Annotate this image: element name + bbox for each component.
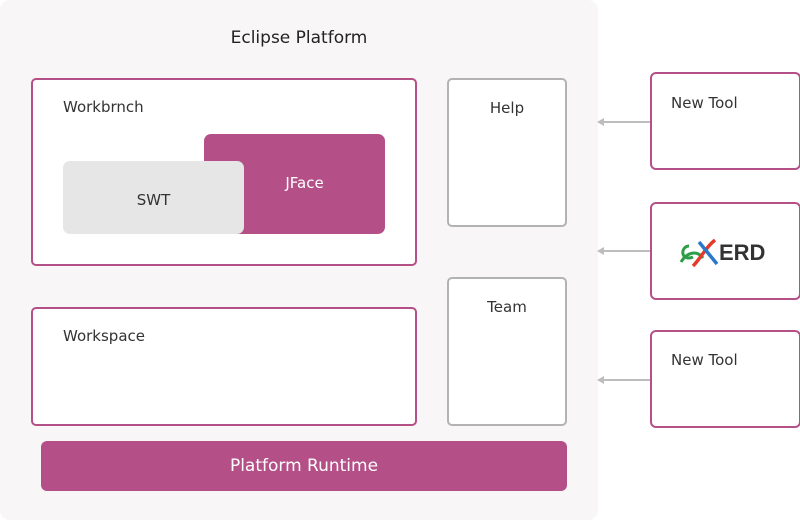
help-label: Help (489, 99, 525, 117)
new-tool-label-2: New Tool (671, 351, 738, 369)
svg-text:ERD: ERD (719, 240, 765, 265)
team-label: Team (487, 298, 527, 316)
workbench-label: Workbrnch (63, 98, 144, 116)
arrow-left-icon (597, 247, 604, 255)
platform-runtime-label: Platform Runtime (229, 456, 379, 476)
exerd-logo: ERD (679, 238, 765, 268)
arrow-left-icon (597, 376, 604, 384)
arrow-line-1 (602, 121, 650, 123)
swt-box: SWT (63, 161, 244, 234)
team-box: Team (447, 277, 567, 426)
help-box: Help (447, 78, 567, 227)
new-tool-label-1: New Tool (671, 94, 738, 112)
platform-runtime-bar: Platform Runtime (41, 441, 567, 491)
exerd-tool-box (650, 202, 800, 300)
arrow-line-3 (602, 379, 650, 381)
arrow-left-icon (597, 118, 604, 126)
jface-label: JFace (285, 174, 324, 192)
workspace-label: Workspace (63, 327, 145, 345)
workspace-box (31, 307, 417, 426)
new-tool-box-2: New Tool (650, 330, 800, 428)
new-tool-box-1: New Tool (650, 72, 800, 170)
platform-title: Eclipse Platform (230, 28, 368, 48)
arrow-line-2 (602, 250, 650, 252)
swt-label: SWT (136, 191, 171, 209)
